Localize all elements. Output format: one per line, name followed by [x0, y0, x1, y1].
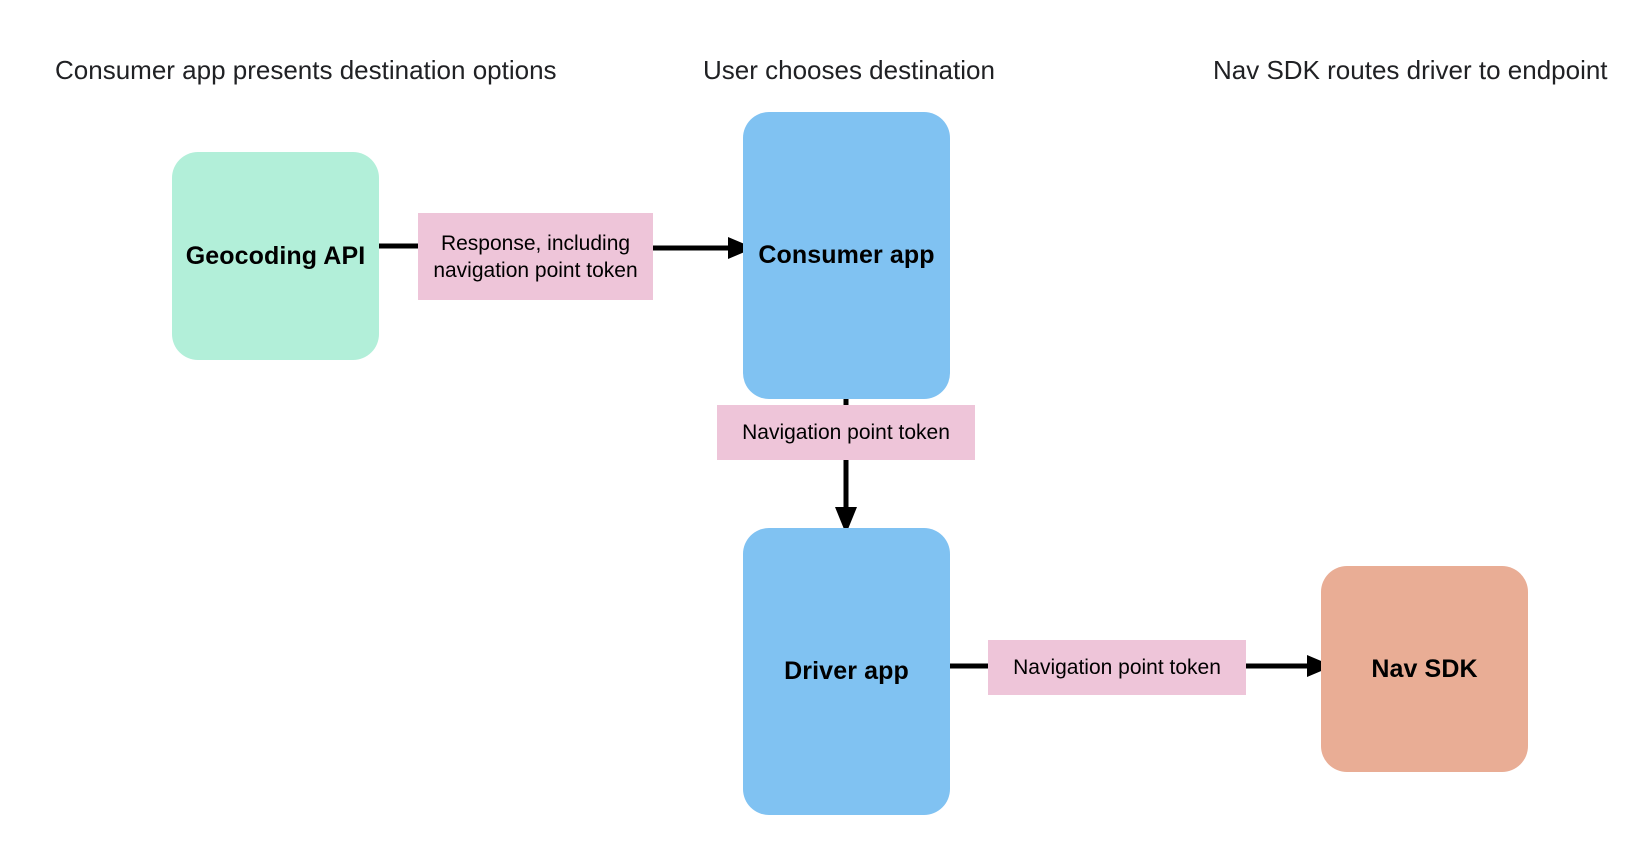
edge-label-navigation-point-token-driver-to-navsdk: Navigation point token [988, 640, 1246, 695]
connector-label-to-nav-sdk-arrow [1239, 654, 1335, 678]
node-driver-app[interactable]: Driver app [743, 528, 950, 815]
column-heading-consumer-app-presents: Consumer app presents destination option… [55, 55, 557, 85]
edge-label-response-including-navigation-point-token: Response, including navigation point tok… [418, 213, 653, 300]
edge-label-navigation-point-token-consumer-to-driver: Navigation point token [717, 405, 975, 460]
connector-label-to-consumer-app-arrow [646, 236, 756, 260]
node-consumer-app-label: Consumer app [758, 241, 935, 269]
node-consumer-app[interactable]: Consumer app [743, 112, 950, 399]
edge-label-navigation-point-token-text-1: Navigation point token [742, 421, 950, 444]
column-heading-nav-sdk-routes-driver: Nav SDK routes driver to endpoint [1213, 55, 1608, 85]
connector-label-to-driver-app-arrow [834, 450, 858, 538]
node-nav-sdk[interactable]: Nav SDK [1321, 566, 1528, 772]
edge-label-navigation-point-token-text-2: Navigation point token [1013, 656, 1221, 679]
node-geocoding-api[interactable]: Geocoding API [172, 152, 379, 360]
edge-label-response-text: Response, including navigation point tok… [433, 231, 638, 282]
node-driver-app-label: Driver app [784, 657, 909, 685]
column-heading-user-chooses-destination: User chooses destination [703, 55, 995, 85]
node-nav-sdk-label: Nav SDK [1371, 654, 1478, 683]
node-geocoding-api-label: Geocoding API [185, 241, 366, 270]
